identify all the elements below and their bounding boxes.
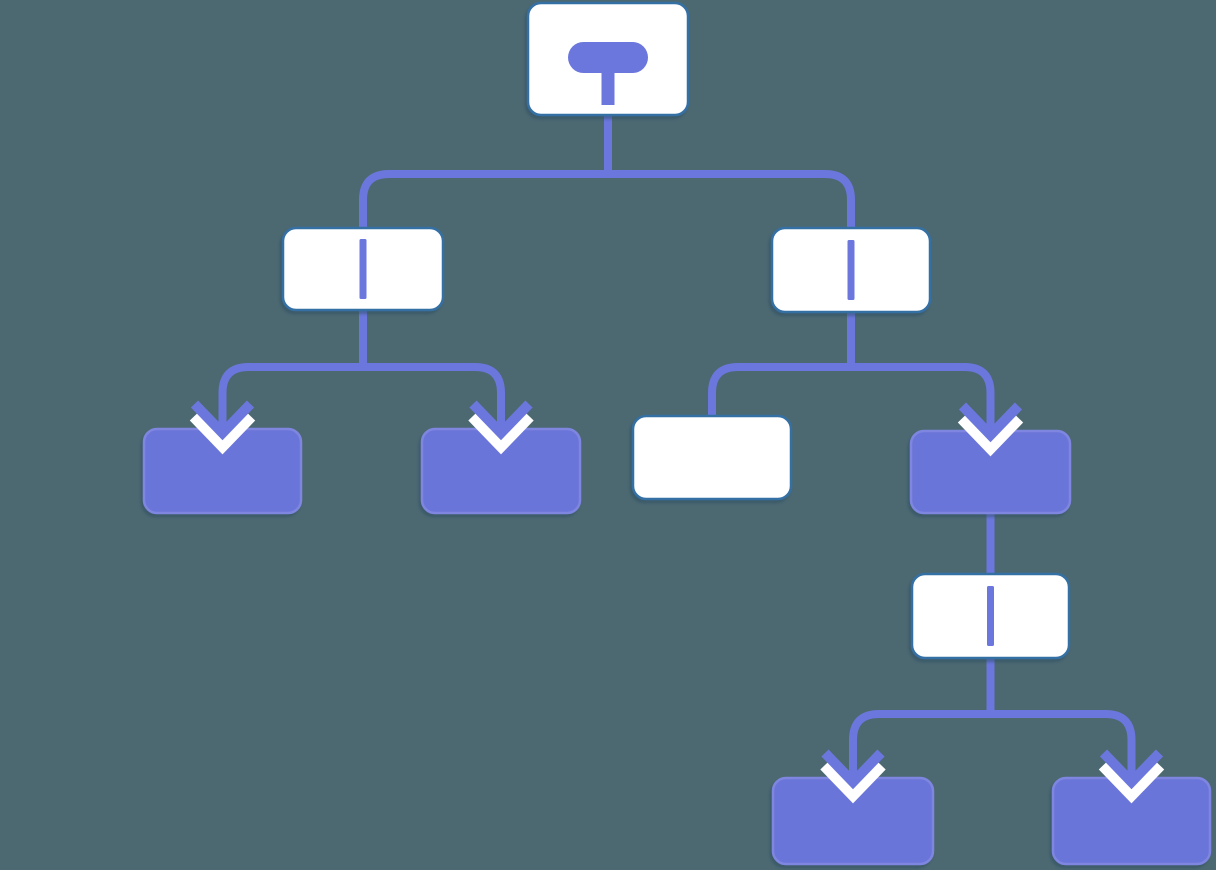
arrow-chevron-outline-icon [957,413,1024,457]
node-layer [142,1,1212,866]
arrow-chevron-down-icon [1099,749,1164,790]
connector-layer [218,113,1136,780]
arrow-chevron-down-icon [190,400,255,441]
node-branch-right[interactable] [770,226,932,314]
connector-left-split-rail [218,363,505,431]
arrow-chevron-outline-icon [468,411,534,455]
node-body [631,414,793,501]
node-root[interactable] [526,1,690,117]
node-node-c[interactable] [631,414,793,501]
node-branch-left[interactable] [281,226,445,312]
vertical-bar-glyph [359,239,367,299]
arrow-chevron-outline-icon [189,411,256,455]
vertical-bar-glyph [987,586,994,646]
arrow-chevron-outline-icon [1098,760,1165,804]
node-gate[interactable] [910,572,1071,660]
pill-stem-glyph [601,71,615,105]
connector-root-split-rail [359,170,855,236]
connector-right-split-rail [708,363,995,433]
arrow-chevron-outline-icon [820,760,886,804]
arrow-chevron-down-icon [958,402,1023,443]
arrow-chevron-down-icon [469,400,533,441]
vertical-bar-glyph [847,240,855,300]
connector-gate-split-rail [849,710,1136,780]
pill-glyph [568,42,648,73]
arrowhead-layer [189,400,1165,804]
arrow-chevron-down-icon [821,749,885,790]
